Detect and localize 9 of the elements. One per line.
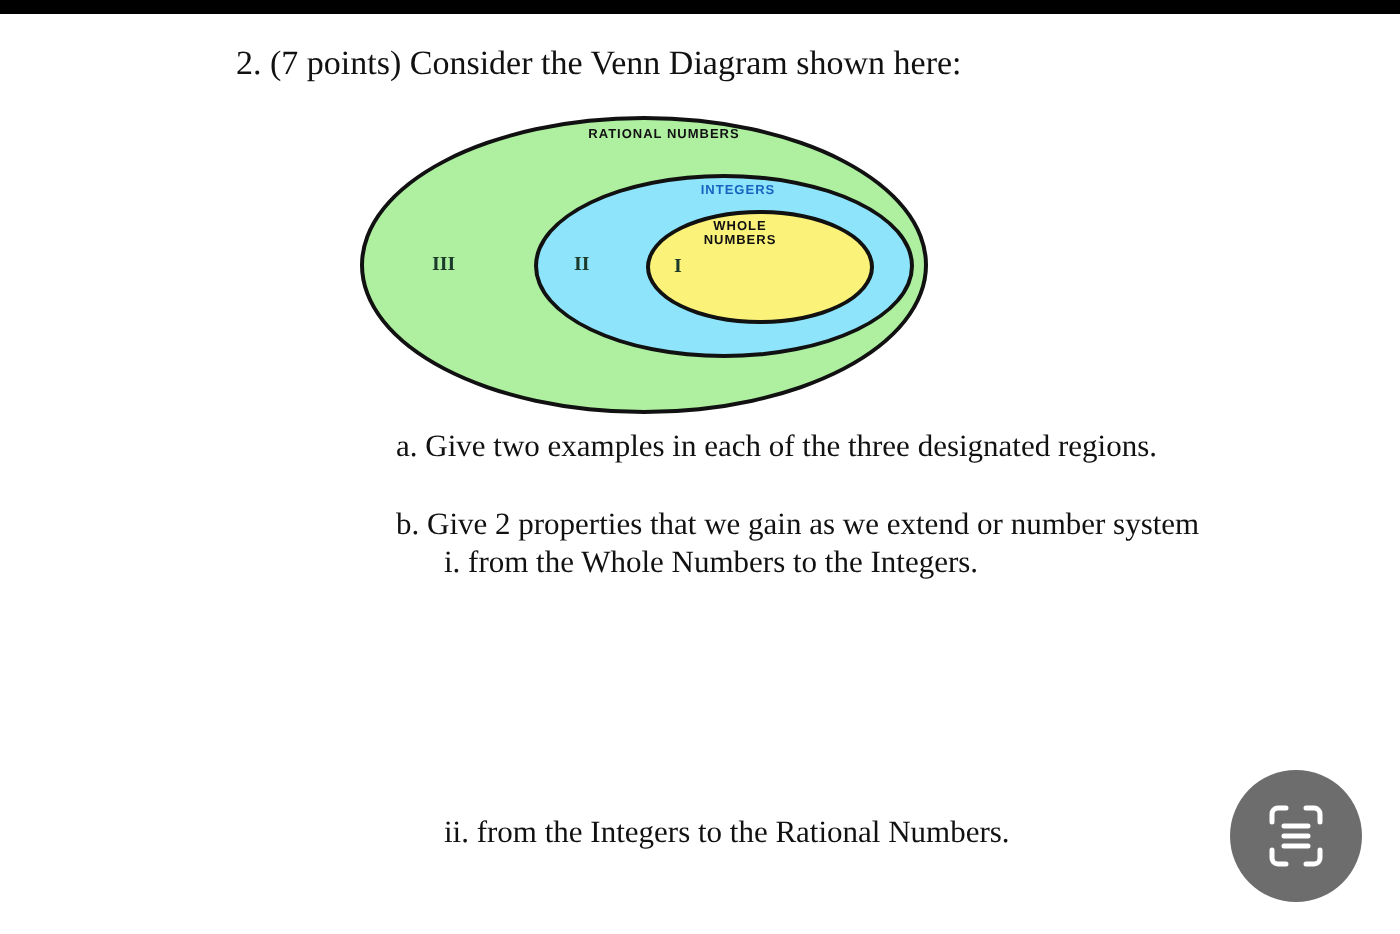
question-text: i. from the Whole Numbers to the Integers. — [444, 544, 979, 582]
question-text: ii. from the Integers to the Rational Numbers. — [444, 814, 1010, 852]
question-text: b. Give 2 properties that we gain as we extend or number system — [396, 506, 1200, 544]
question-heading: 2. (7 points) Consider the Venn Diagram shown here: — [236, 44, 962, 84]
region-numeral: I — [674, 257, 682, 277]
venn-ellipse — [646, 210, 874, 324]
question-text: a. Give two examples in each of the three designated regions. — [396, 428, 1157, 466]
region-numeral: II — [574, 256, 590, 276]
region-numeral: III — [432, 255, 456, 275]
